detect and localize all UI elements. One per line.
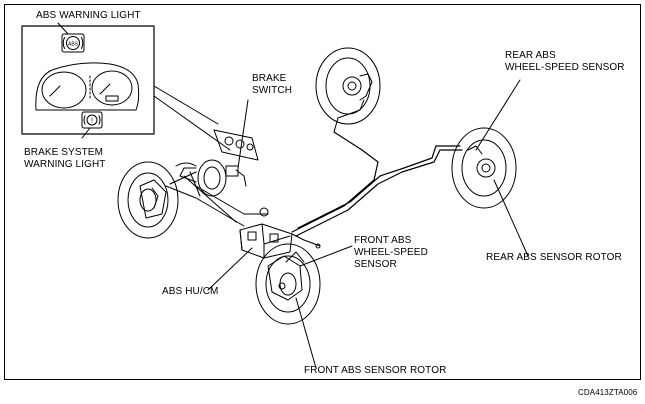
front-abs-sensor-rotor-label: FRONT ABS SENSOR ROTOR <box>304 365 447 376</box>
rear-abs-wheel-speed-sensor-label: REAR ABS WHEEL-SPEED SENSOR <box>505 50 625 73</box>
instrument-cluster-inset: ABS ! <box>21 22 231 151</box>
abs-hu-cm-unit <box>207 223 321 291</box>
inset-leader-bottom <box>153 95 231 151</box>
front-sensor-leader <box>299 245 353 267</box>
brake-booster <box>165 159 269 227</box>
abs-warning-light-label: ABS WARNING LIGHT <box>36 10 141 21</box>
abs-icon-text: ABS <box>68 42 79 48</box>
diagram-frame <box>4 4 641 380</box>
abs-light-leader <box>57 22 69 35</box>
svg-text:!: ! <box>91 118 93 125</box>
rear-right-wheel <box>451 79 529 257</box>
inset-leader-top <box>153 85 219 125</box>
rear-left-wheel <box>315 47 381 133</box>
brake-warning-icon: ! <box>81 111 103 129</box>
abs-hu-cm-label: ABS HU/CM <box>162 286 219 297</box>
brake-light-leader <box>81 127 91 139</box>
front-abs-wheel-speed-sensor-label: FRONT ABS WHEEL-SPEED SENSOR <box>354 235 428 270</box>
brake-switch-leader <box>237 99 249 169</box>
figure-code: CDA413ZTA006 <box>578 388 638 397</box>
brake-lines <box>169 131 463 237</box>
front-right-wheel <box>255 243 353 369</box>
rear-rotor-leader <box>493 179 529 257</box>
abs-warning-icon: ABS <box>61 33 85 53</box>
dash-gauges <box>213 99 259 169</box>
rear-sensor-leader <box>475 79 521 151</box>
abs-hucm-leader <box>207 247 253 291</box>
brake-switch-label: BRAKE SWITCH <box>252 73 293 96</box>
rear-abs-sensor-rotor-label: REAR ABS SENSOR ROTOR <box>486 252 622 263</box>
front-left-wheel <box>117 161 179 239</box>
brake-system-warning-light-label: BRAKE SYSTEM WARNING LIGHT <box>24 147 106 170</box>
front-rotor-leader <box>295 297 317 369</box>
